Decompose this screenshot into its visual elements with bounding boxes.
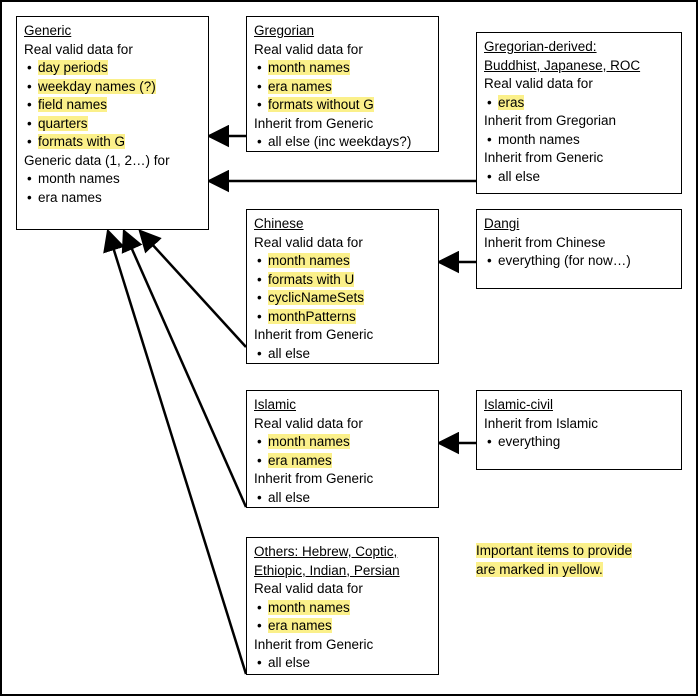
box-gregorian-derived: Gregorian-derived: Buddhist, Japanese, R… [476, 32, 682, 194]
box-gregorian-line-3: formats without G [254, 96, 431, 115]
arrow-chinese-to-generic [138, 229, 247, 348]
box-islamic-line-2: era names [254, 452, 431, 471]
box-others-line-1: month names [254, 599, 431, 618]
box-chinese-line-3: cyclicNameSets [254, 289, 431, 308]
arrow-others-to-generic [103, 228, 248, 675]
box-dangi-header: Dangi [484, 216, 520, 231]
box-others-line-0: Real valid data for [254, 581, 363, 596]
box-gregorian-derived-line-2: Inherit from Gregorian [484, 113, 617, 128]
box-generic-line-2: weekday names (?) [24, 78, 201, 97]
box-gregorian-header: Gregorian [254, 23, 315, 38]
box-generic-line-3: field names [24, 96, 201, 115]
box-islamic-line-1: month names [254, 433, 431, 452]
box-islamic-civil-line-1: everything [484, 433, 674, 452]
box-gregorian-line-4: Inherit from Generic [254, 115, 374, 131]
box-generic-line-1: day periods [24, 59, 201, 78]
box-gregorian-derived-line-5: all else [484, 168, 674, 187]
box-others: Others: Hebrew, Coptic, Ethiopic, Indian… [246, 537, 439, 675]
box-chinese-line-6: all else [254, 345, 431, 364]
box-gregorian-derived-line-1: eras [484, 94, 674, 113]
box-others-line-2: era names [254, 617, 431, 636]
box-islamic-civil: Islamic-civil Inherit from Islamic every… [476, 390, 682, 470]
box-islamic-civil-header: Islamic-civil [484, 397, 553, 412]
box-chinese-line-0: Real valid data for [254, 234, 363, 250]
box-gregorian-line-0: Real valid data for [254, 41, 363, 57]
box-gregorian-derived-line-4: Inherit from Generic [484, 150, 604, 165]
box-chinese-line-4: monthPatterns [254, 308, 431, 327]
box-gregorian: Gregorian Real valid data for month name… [246, 16, 439, 152]
box-others-header2: Ethiopic, Indian, Persian [254, 562, 400, 578]
box-islamic: Islamic Real valid data for month names … [246, 390, 439, 508]
box-generic-line-4: quarters [24, 115, 201, 134]
box-gregorian-derived-header: Gregorian-derived: [484, 39, 597, 54]
box-chinese-header: Chinese [254, 216, 304, 231]
box-generic: Generic Real valid data for day periods … [16, 16, 209, 230]
box-gregorian-derived-header2: Buddhist, Japanese, ROC [484, 57, 641, 73]
legend-note: Important items to provide are marked in… [476, 542, 686, 579]
box-gregorian-line-2: era names [254, 78, 431, 97]
box-dangi-line-1: everything (for now…) [484, 252, 674, 271]
box-chinese-line-1: month names [254, 252, 431, 271]
box-islamic-line-0: Real valid data for [254, 415, 363, 431]
box-islamic-line-3: Inherit from Generic [254, 471, 374, 486]
arrow-islamic-to-generic [121, 228, 248, 508]
box-islamic-header: Islamic [254, 397, 297, 412]
box-dangi: Dangi Inherit from Chinese everything (f… [476, 209, 682, 289]
box-gregorian-line-1: month names [254, 59, 431, 78]
box-gregorian-line-5: all else (inc weekdays?) [254, 133, 431, 152]
box-chinese: Chinese Real valid data for month names … [246, 209, 439, 364]
box-gregorian-derived-line-3: month names [484, 131, 674, 150]
box-islamic-line-4: all else [254, 489, 431, 508]
legend-line-2: are marked in yellow. [476, 561, 603, 577]
box-islamic-civil-line-0: Inherit from Islamic [484, 415, 599, 431]
legend-line-1: Important items to provide [476, 543, 633, 558]
box-generic-line-5: formats with G [24, 133, 201, 152]
box-generic-line-8: era names [24, 189, 201, 208]
box-others-line-4: all else [254, 654, 431, 673]
box-others-line-3: Inherit from Generic [254, 636, 374, 652]
box-generic-line-7: month names [24, 170, 201, 189]
box-generic-header: Generic [24, 23, 72, 38]
box-others-header: Others: Hebrew, Coptic, [254, 544, 398, 559]
box-chinese-line-2: formats with U [254, 271, 431, 290]
box-gregorian-derived-line-0: Real valid data for [484, 76, 593, 91]
box-chinese-line-5: Inherit from Generic [254, 327, 374, 342]
box-generic-line-0: Real valid data for [24, 41, 133, 57]
box-dangi-line-0: Inherit from Chinese [484, 234, 606, 250]
box-generic-line-6: Generic data (1, 2…) for [24, 152, 170, 168]
